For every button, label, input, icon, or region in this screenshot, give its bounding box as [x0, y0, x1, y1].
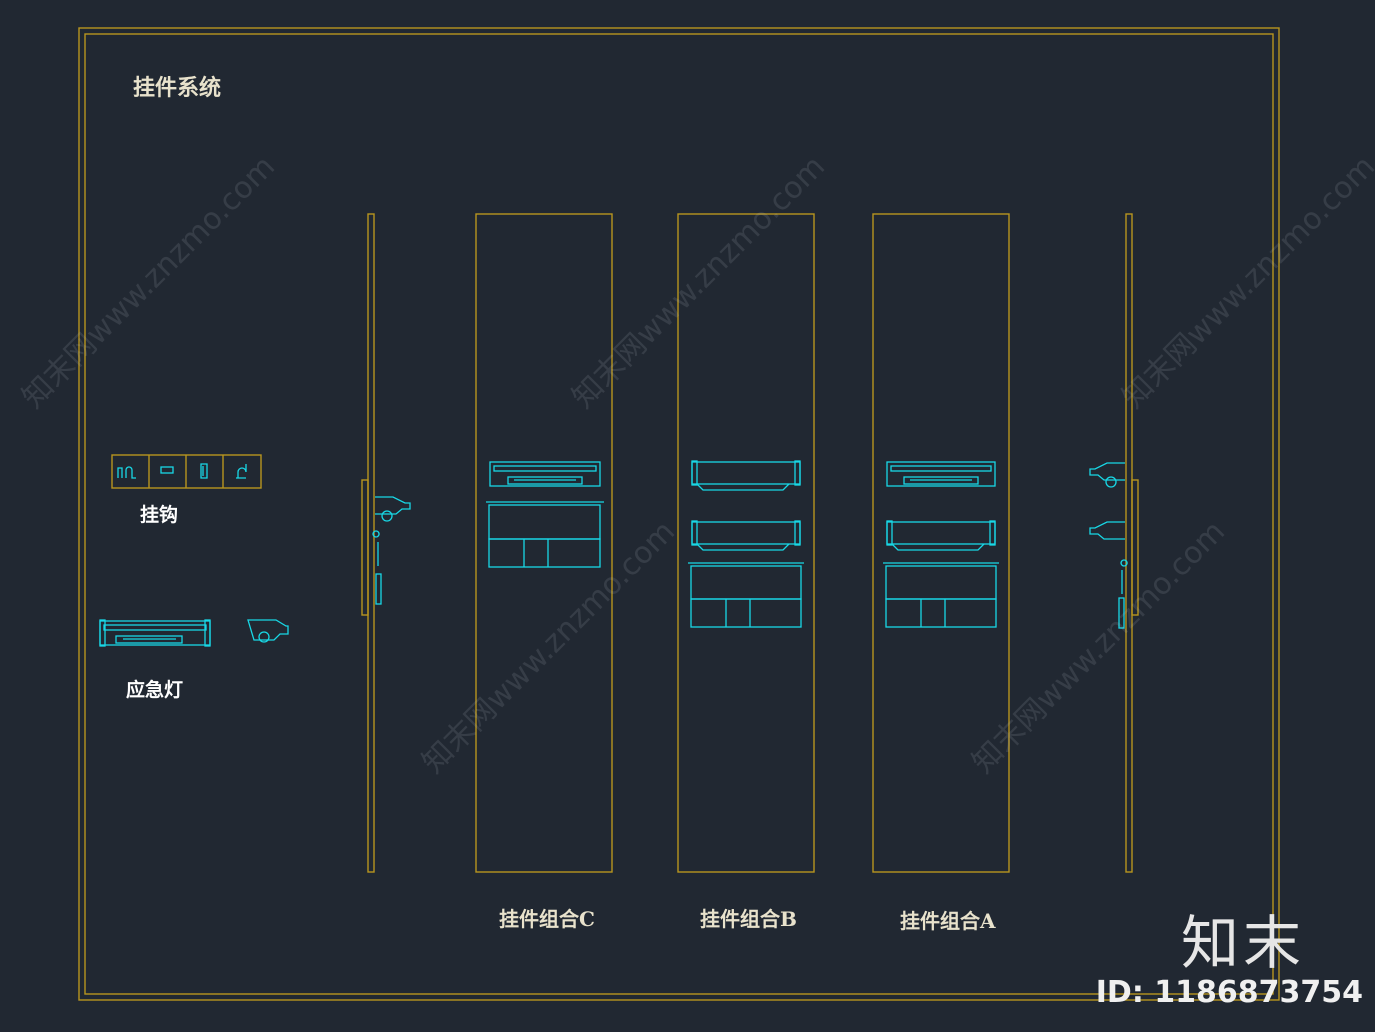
combo-b-hanger-2: [691, 520, 801, 551]
combo-b-hanger-1: [691, 460, 801, 491]
panel-combo-b: [677, 213, 815, 873]
right-side-bracket: [1131, 479, 1139, 616]
combo-a-label: 挂件组合A: [900, 909, 996, 933]
right-hook-profile: [1089, 462, 1128, 629]
combo-b-shelf: [688, 562, 804, 628]
watermark-logo: 知末: [1180, 909, 1305, 977]
combo-b-label: 挂件组合B: [700, 907, 797, 931]
combo-a-shelf: [883, 562, 999, 628]
emergency-light-side-view: [247, 619, 289, 643]
inner-frame: [84, 33, 1274, 995]
panel-combo-c: [475, 213, 613, 873]
emergency-light-fixture: [99, 619, 211, 647]
hook-icon-2: [160, 466, 174, 474]
combo-c-emergency-light: [489, 461, 601, 487]
panel-combo-a: [872, 213, 1010, 873]
hook-icon-1: [117, 466, 136, 479]
hook-label: 挂钩: [140, 504, 179, 526]
left-side-profile: [367, 213, 375, 873]
hook-icon-4: [236, 464, 247, 479]
page-title: 挂件系统: [133, 75, 222, 101]
emergency-light-label: 应急灯: [126, 679, 184, 701]
left-side-bracket: [361, 479, 369, 616]
left-hook-profile: [372, 496, 411, 605]
combo-a-emergency-light: [886, 461, 996, 487]
combo-a-hanger: [886, 520, 996, 551]
outer-frame: [78, 27, 1280, 1001]
watermark-id: ID: 1186873754: [1095, 975, 1363, 1010]
right-side-profile: [1125, 213, 1133, 873]
combo-c-label: 挂件组合C: [499, 907, 595, 931]
hook-icon-3: [200, 463, 208, 479]
combo-c-shelf: [486, 501, 604, 568]
